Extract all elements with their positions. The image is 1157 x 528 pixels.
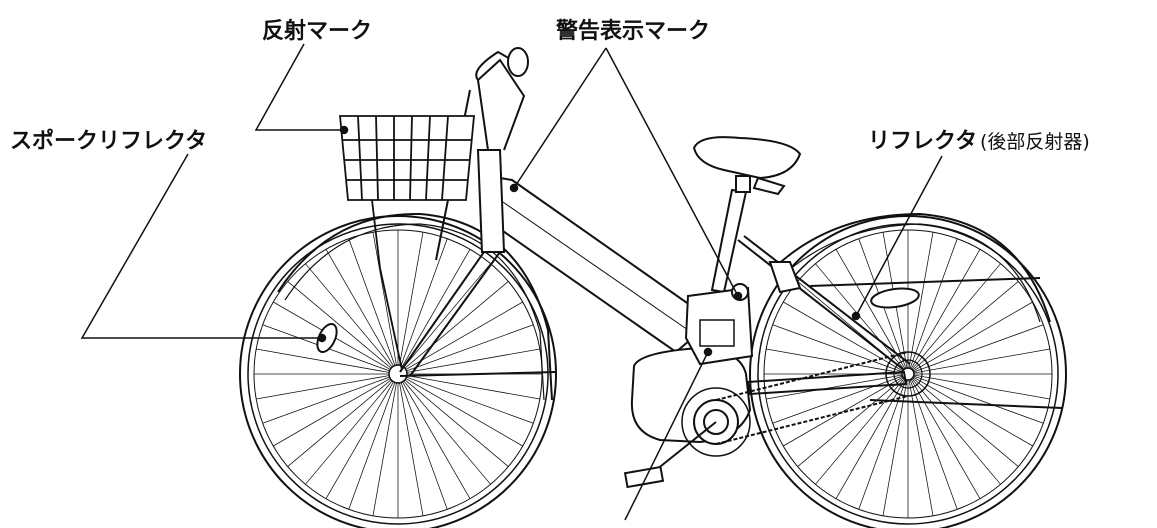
front-wheel xyxy=(239,215,557,528)
rear-wheel xyxy=(749,215,1067,528)
label-warning-mark: 警告表示マーク xyxy=(555,19,710,44)
pedal xyxy=(623,421,717,489)
rear-stand xyxy=(809,277,1063,409)
front-basket xyxy=(339,115,475,371)
rear-fender xyxy=(771,212,1051,323)
callout-lines xyxy=(80,43,943,521)
chain xyxy=(715,351,909,445)
frame xyxy=(476,149,911,445)
leader-warning-1 xyxy=(513,47,607,189)
warning-sticker-battery xyxy=(699,319,735,347)
front-fork xyxy=(399,251,501,377)
leader-warning-3 xyxy=(624,351,709,521)
label-spoke-reflector: スポークリフレクタ xyxy=(10,128,207,154)
label-reflector-note: (後部反射器) xyxy=(980,131,1090,153)
leader-reflector xyxy=(855,155,943,317)
leader-reflect-mark xyxy=(254,43,344,131)
saddle xyxy=(692,136,802,196)
front-fender xyxy=(277,212,553,401)
label-reflect-mark: 反射マーク xyxy=(262,18,372,44)
leader-spoke-reflector xyxy=(80,153,322,339)
label-reflector: リフレクタ xyxy=(868,129,977,154)
rear-reflector xyxy=(870,287,920,309)
leader-warning-2 xyxy=(605,47,739,297)
